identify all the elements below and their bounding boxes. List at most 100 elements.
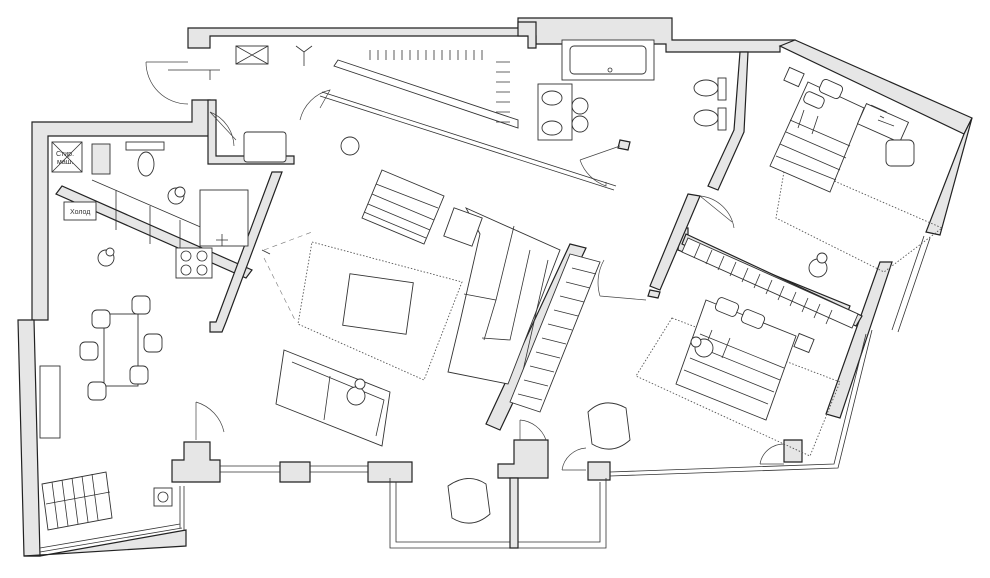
bed-1-blanket (775, 109, 851, 181)
ottoman-lines (363, 183, 439, 239)
bathroom-door[interactable] (579, 145, 621, 187)
corner-daybed (41, 471, 113, 531)
wall-living-left (209, 171, 283, 333)
kitchen-counter (91, 179, 213, 258)
tv-panel (261, 249, 271, 255)
entrance-door[interactable] (145, 61, 189, 105)
wall-bath-left (517, 21, 537, 49)
wall-right-side (925, 117, 973, 236)
balcony-door-mid[interactable] (519, 419, 547, 441)
wardrobe-slats-living (517, 267, 597, 401)
bed-1-pillow-1 (818, 78, 844, 100)
wall-right-lower (825, 261, 893, 419)
doors (145, 61, 785, 471)
entrance-bench (243, 131, 287, 163)
toilet-tank (717, 77, 727, 101)
sectional-seats (463, 225, 549, 385)
coffee-table (342, 273, 414, 335)
burner-4 (196, 264, 208, 276)
burner-2 (196, 250, 208, 262)
bed-1-pillow-2 (803, 91, 825, 109)
hall-cabinet-cross (235, 45, 269, 65)
balcony-outline (389, 478, 607, 549)
nightstand-3 (793, 332, 815, 354)
bathtub-drain (607, 67, 613, 73)
boiler-label-1: Стир. (56, 151, 74, 158)
dining-chair-1 (91, 309, 111, 329)
wc-toilet (137, 151, 155, 177)
bathroom (537, 39, 727, 141)
wardrobe-bedrooms-slats (693, 243, 833, 325)
wall-bath-right (707, 51, 749, 191)
wall-corridor-right (649, 193, 701, 291)
armchair-bedroom-2 (587, 402, 631, 450)
wall-bottom-seg-4 (497, 439, 549, 479)
wall-bottom-seg-3 (367, 461, 413, 483)
facade-line-right (609, 329, 873, 477)
window-line-right (891, 235, 931, 333)
burner-3 (180, 264, 192, 276)
wall-bedroom-mid (647, 289, 661, 299)
daybed-cushion-lines (45, 473, 111, 529)
hall-door-right[interactable] (299, 89, 331, 121)
sink-2 (541, 120, 563, 136)
living-rug (297, 241, 463, 381)
living-room (261, 136, 601, 447)
dining-area (39, 295, 173, 531)
bathtub-inner (569, 45, 647, 75)
kitchen-island (199, 189, 249, 247)
sofa-left-seat (291, 361, 385, 437)
burner-1 (180, 250, 192, 262)
hall-wardrobe (333, 59, 519, 129)
kitchen-door[interactable] (209, 111, 237, 147)
bed-2 (675, 299, 797, 421)
balcony-door-left[interactable] (195, 401, 225, 440)
tv-view-lines (263, 231, 313, 323)
island-cross (216, 234, 228, 246)
wall-left (17, 319, 41, 557)
wall-column-right (783, 439, 803, 463)
kitchen-person-1 (174, 186, 186, 198)
balcony-door-right[interactable] (561, 447, 587, 471)
balcony-outline-inner (395, 482, 601, 543)
nightstand-1 (783, 66, 805, 88)
window-line-bottom (220, 465, 368, 473)
facade-line-right-2 (609, 333, 867, 473)
plant (157, 491, 169, 503)
boiler-cross (51, 141, 83, 173)
toilet (693, 79, 719, 97)
living-person-1-head (354, 378, 366, 390)
cooktop (175, 247, 213, 279)
plant-pot (153, 487, 173, 507)
bedroom2-door[interactable] (597, 259, 647, 301)
dining-chair-2 (79, 341, 99, 361)
hanger-rail (369, 50, 483, 60)
bedroom-person-1-head (816, 252, 828, 264)
sideboard (39, 365, 61, 439)
bedroom-balcony-door[interactable] (759, 443, 785, 465)
wc-cabinet (125, 141, 165, 151)
wall-left-upper (31, 99, 211, 321)
wall-bottom-seg-2 (279, 461, 311, 483)
master-bedroom (681, 66, 943, 329)
bed-2-blanket (683, 329, 785, 405)
fridge (63, 201, 97, 221)
wall-bottom-seg-1 (171, 441, 221, 483)
laundry-niche (91, 143, 111, 175)
bedroom1-door[interactable] (699, 195, 735, 229)
balcony-chair (447, 478, 491, 524)
bidet-tank (717, 107, 727, 131)
bed-2-pillow-2 (740, 309, 766, 329)
bath-stool-2 (571, 115, 589, 133)
kitchen-person-2-head (105, 247, 115, 257)
wall-top-entrance (187, 17, 796, 53)
hanger-rail-vertical (496, 61, 510, 123)
living-person-1 (346, 386, 366, 406)
boiler-label-2: маш. (57, 159, 73, 166)
laptop (877, 115, 895, 127)
sectional-sofa (447, 207, 561, 385)
bedroom-desk (856, 103, 910, 143)
sliding-wardrobe-living (509, 253, 601, 413)
second-bedroom (447, 297, 841, 524)
